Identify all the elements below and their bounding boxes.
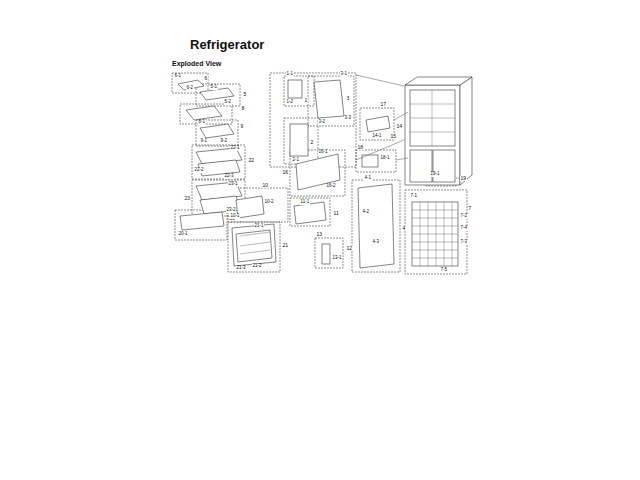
callout-number: 10 [262,183,269,188]
callout-number: 6-1 [174,74,182,79]
callout-number: 4-1 [364,176,372,181]
callout-number: 9-1 [200,139,208,144]
callout-number: 8 [241,106,245,111]
callout-number: 1 [304,98,308,103]
callout-number: 3-1 [340,72,348,77]
callout-number: 17 [380,102,387,107]
group-frames [172,73,467,274]
callout-number: 7-4 [460,226,468,231]
callout-number: 16 [282,170,289,175]
callout-number: 21-2 [252,264,262,269]
callout-number: 18 [357,145,364,150]
callout-number: 23-2 [226,208,236,213]
callout-number: 1-1 [286,72,294,77]
callout-number: 4 [402,226,406,231]
callout-number: 5-2 [224,100,232,105]
callout-number: 10-1 [230,214,240,219]
callout-number: 6 [204,76,208,81]
callout-number: 21-1 [254,224,264,229]
callout-number: 7-1 [410,194,418,199]
callout-number: 3-2 [318,120,326,125]
callout-number: 7-5 [440,268,448,273]
detail-lines [240,90,458,266]
callout-number: 12 [346,246,353,251]
callout-number: 1-2 [286,100,294,105]
callout-number: 4-3 [372,240,380,245]
callout-number: 21-3 [236,266,246,271]
callout-number: 6-2 [186,86,194,91]
callout-number: 9-2 [220,139,228,144]
callout-number: 11-1 [300,200,310,205]
leader-lines [356,75,460,178]
callout-number: 14-1 [372,134,382,139]
callout-number: 19-1 [430,172,440,177]
callout-number: 8-1 [198,120,206,125]
callout-number: 20-1 [178,232,188,237]
callout-number: 2 [310,140,314,145]
callout-number: 3-3 [344,116,352,121]
callout-number: 9 [240,124,244,129]
callout-number: 4-2 [362,210,370,215]
page-title: Refrigerator [190,38,264,51]
callout-number: 22-3 [224,174,234,179]
callout-number: 7-3 [460,240,468,245]
callout-number: 11 [333,211,339,216]
callout-number: 5 [243,92,247,97]
callout-number: 22-1 [230,146,240,151]
callout-number: 7-2 [460,214,468,219]
callout-number: 13-1 [332,256,342,261]
view-heading: Exploded View [172,60,221,67]
callout-number: 2-1 [292,158,300,163]
callout-number: 22-2 [194,168,204,173]
callout-number: 10-2 [264,200,274,205]
callout-number: 21 [282,243,289,248]
callout-number: 16-1 [318,150,328,155]
callout-number: 19 [460,176,467,181]
callout-number: 3 [346,96,350,101]
callout-number: 22 [248,158,255,163]
callout-number: 16-2 [326,184,336,189]
part-shapes [178,77,472,268]
callout-number: 18-1 [380,156,390,161]
callout-number: 23 [184,196,191,201]
callout-number: 14 [396,124,403,129]
callout-number: 7 [468,206,472,211]
callout-number: 15 [390,134,397,139]
callout-number: 23-1 [228,182,238,187]
callout-number: 13 [316,232,323,237]
callout-number: 5-1 [210,85,218,90]
